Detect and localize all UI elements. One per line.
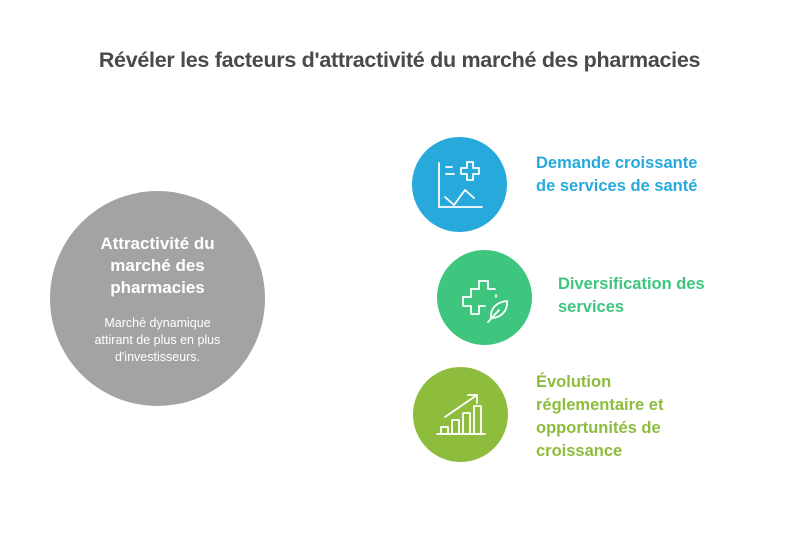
factor-circle-regulation (413, 367, 508, 462)
central-title-line: marché des (110, 256, 205, 275)
factor-label-line: opportunités de (536, 419, 661, 437)
growth-bar-chart-icon (435, 393, 486, 435)
factor-label-line: réglementaire et (536, 396, 664, 414)
central-topic-description: Marché dynamique attirant de plus en plu… (50, 315, 265, 366)
factor-label-demand: Demande croissante de services de santé (536, 152, 697, 198)
factor-circle-diversification (437, 250, 532, 345)
central-title-line: Attractivité du (100, 234, 215, 253)
central-desc-line: d'investisseurs. (114, 350, 201, 364)
medical-cross-leaf-icon (461, 279, 508, 323)
factor-label-diversification: Diversification des services (558, 273, 705, 319)
central-desc-line: Marché dynamique (104, 316, 211, 330)
chart-medical-cross-icon (437, 160, 483, 208)
factor-label-line: services (558, 298, 625, 316)
page-title: Révéler les facteurs d'attractivité du m… (98, 48, 701, 72)
factor-label-line: Diversification des (558, 275, 705, 293)
factor-circle-demand (412, 137, 507, 232)
central-desc-line: attirant de plus en plus (94, 333, 221, 347)
factor-label-line: Demande croissante (536, 154, 698, 172)
factor-label-line: de services de santé (536, 177, 698, 195)
central-title-line: pharmacies (110, 278, 205, 297)
central-topic-title: Attractivité du marché des pharmacies (50, 233, 265, 299)
central-topic-circle: Attractivité du marché des pharmacies Ma… (50, 191, 265, 406)
factor-label-line: Évolution (536, 373, 612, 391)
factor-label-regulation: Évolution réglementaire et opportunités … (536, 371, 663, 463)
factor-label-line: croissance (536, 442, 623, 460)
